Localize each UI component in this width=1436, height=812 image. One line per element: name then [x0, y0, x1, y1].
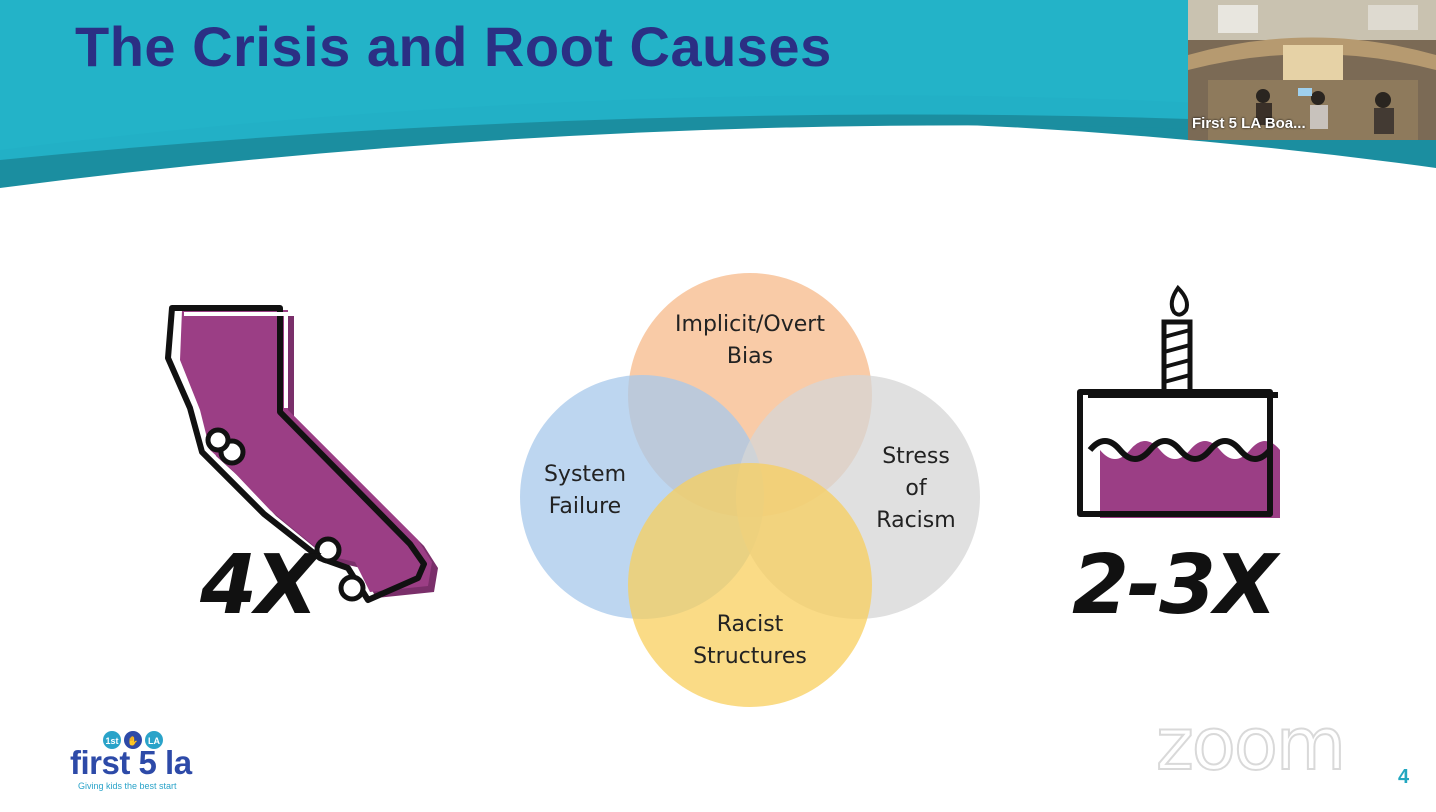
logo-wordmark: first 5 la [70, 744, 192, 781]
venn-label-system: System Failure [543, 462, 627, 519]
root-causes-venn-diagram: Implicit/Overt Bias System Failure Stres… [500, 265, 1000, 715]
participant-video-thumbnail[interactable]: First 5 LA Boa... [1188, 0, 1436, 140]
venn-label-bias: Implicit/Overt Bias [675, 312, 825, 369]
slide-title: The Crisis and Root Causes [75, 15, 832, 78]
venn-circle-structures [628, 463, 872, 707]
svg-text:LA: LA [148, 736, 160, 746]
right-stat-label: 2-3X [1072, 538, 1277, 633]
venn-label-structures: Racist Structures [693, 612, 807, 669]
svg-text:✋: ✋ [127, 735, 138, 747]
logo-tagline: Giving kids the best start [78, 781, 177, 791]
venn-circles [520, 273, 980, 707]
venn-label-stress: Stress of Racism [876, 444, 956, 533]
birthday-cake-icon [1077, 284, 1280, 518]
meeting-room-image [1188, 0, 1436, 140]
left-stat-label: 4X [200, 538, 318, 633]
logo-badges: 1st ✋ LA [103, 731, 163, 749]
participant-name-label: First 5 LA Boa... [1192, 115, 1306, 132]
svg-text:1st: 1st [105, 736, 118, 746]
california-map-icon [165, 305, 438, 603]
slide-page-number: 4 [1398, 766, 1410, 788]
zoom-watermark: zoom [1155, 701, 1347, 787]
first5la-logo: 1st ✋ LA first 5 la Giving kids the best… [66, 728, 216, 798]
